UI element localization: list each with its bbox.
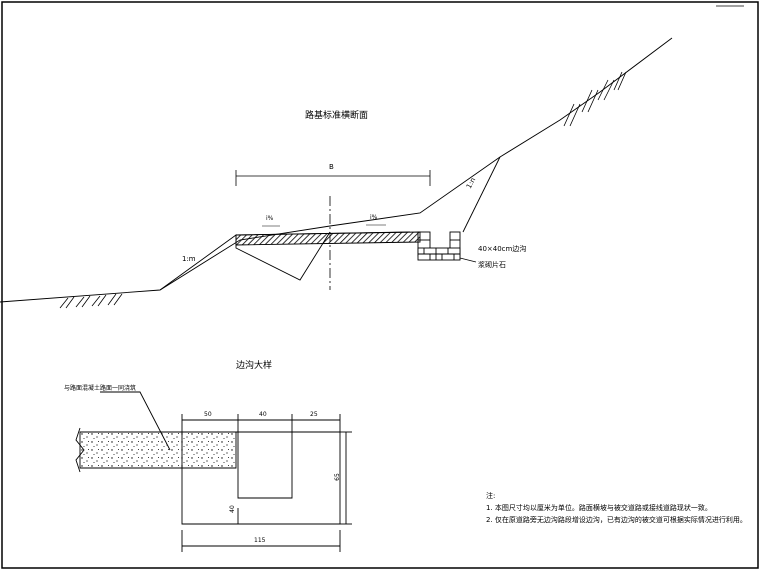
- notes-heading: 注:: [486, 492, 496, 500]
- dim-top-2: 40: [259, 411, 267, 418]
- ground-line: [0, 37, 673, 303]
- ditch-detail: [75, 391, 352, 552]
- note-item-2: 2. 仅在原道路旁无边沟路段增设边沟，已有边沟的被交道可根据实际情况进行利用。: [486, 516, 747, 524]
- slope-left-label: 1:m: [182, 255, 196, 263]
- dim-inner: 40: [228, 505, 236, 513]
- ditch-size-label: 40×40cm边沟: [478, 245, 527, 253]
- crossfall-right-label: i%: [370, 214, 378, 221]
- ditch-outline: [181, 431, 341, 525]
- pavement-layer: [235, 231, 421, 246]
- width-label: B: [329, 163, 334, 171]
- section-title: 路基标准横断面: [305, 111, 369, 121]
- cut-slope: [462, 156, 501, 233]
- ground-hatch-right: [563, 71, 627, 127]
- crossfall-left-label: i%: [266, 215, 274, 222]
- dim-side: 65: [333, 473, 341, 481]
- notes-block: 注: 1. 本图尺寸均以厘米为单位。路面横坡与被交道路或接线道路现状一致。 2.…: [486, 490, 756, 526]
- dim-bottom: 115: [254, 537, 266, 544]
- detail-title: 边沟大样: [236, 361, 273, 371]
- note-item-1: 1. 本图尺寸均以厘米为单位。路面横坡与被交道路或接线道路现状一致。: [486, 504, 712, 512]
- cross-section: [0, 37, 673, 303]
- dim-top-1: 50: [204, 411, 212, 418]
- dim-top-3: 25: [310, 411, 318, 418]
- subgrade-outline: [159, 231, 331, 291]
- detail-callout: 与路面混凝土路面一同浇筑: [64, 385, 137, 392]
- concrete-slab: [79, 431, 237, 469]
- ditch-material-label: 浆砌片石: [478, 261, 506, 269]
- ground-hatch-left: [59, 293, 123, 309]
- width-dimension: [235, 170, 431, 186]
